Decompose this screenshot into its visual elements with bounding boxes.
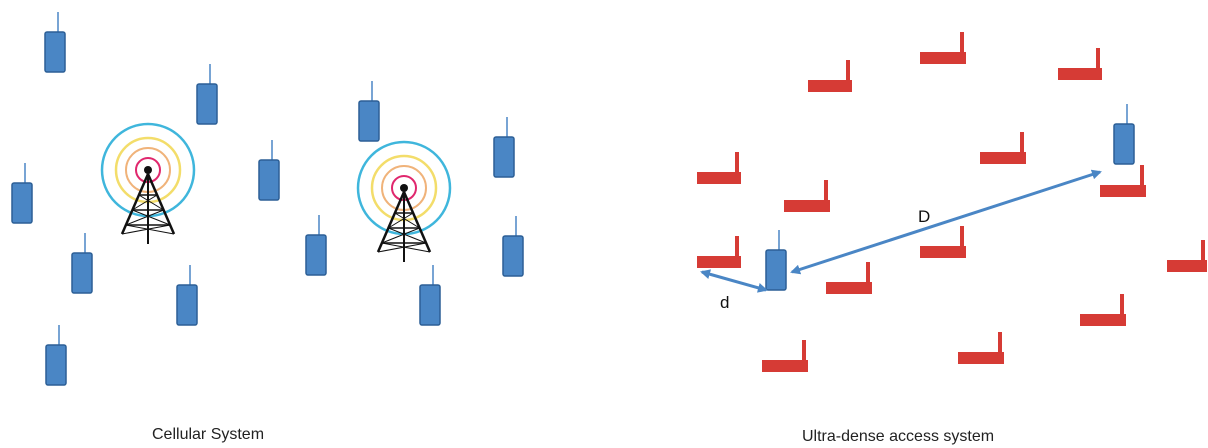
access-point-icon	[762, 340, 808, 372]
distance-D-label: D	[918, 207, 930, 226]
cell-tower-icon	[100, 122, 196, 244]
access-point-icon	[784, 180, 830, 212]
access-point-icon	[920, 32, 966, 64]
mobile-device-icon	[45, 325, 67, 386]
cellular-system-panel	[11, 12, 524, 386]
ultra-dense-caption: Ultra-dense access system	[802, 428, 995, 445]
cell-tower-icon	[356, 140, 452, 262]
access-point-icon	[1080, 294, 1126, 326]
mobile-device-icon	[305, 215, 327, 276]
mobile-device-icon	[358, 81, 380, 142]
access-point-icon	[1167, 240, 1207, 272]
access-point-icon	[697, 236, 741, 268]
mobile-device-icon	[1113, 104, 1135, 165]
mobile-device-icon	[71, 233, 93, 294]
access-point-icon	[920, 226, 966, 258]
mobile-device-icon	[419, 265, 441, 326]
mobile-device-icon	[493, 117, 515, 178]
mobile-device-icon	[502, 216, 524, 277]
cellular-system-caption: Cellular System	[152, 426, 265, 443]
mobile-device-icon	[258, 140, 280, 201]
mobile-device-icon	[176, 265, 198, 326]
mobile-device-icon	[765, 230, 787, 291]
mobile-device-icon	[44, 12, 66, 73]
mobile-devices-group	[11, 12, 524, 386]
distance-D-arrow	[790, 169, 1102, 275]
mobile-device-icon	[11, 163, 33, 224]
cell-towers-group	[100, 122, 452, 262]
ultra-dense-panel: d D	[697, 32, 1207, 372]
access-point-icon	[980, 132, 1026, 164]
access-point-icon	[826, 262, 872, 294]
access-point-icon	[808, 60, 852, 92]
distance-d-arrow	[700, 269, 768, 293]
ue-devices-group	[765, 104, 1135, 291]
access-point-icon	[1100, 165, 1146, 197]
access-point-icon	[1058, 48, 1102, 80]
distance-d-label: d	[720, 293, 729, 312]
access-points-group	[697, 32, 1207, 372]
mobile-device-icon	[196, 64, 218, 125]
access-point-icon	[697, 152, 741, 184]
access-point-icon	[958, 332, 1004, 364]
